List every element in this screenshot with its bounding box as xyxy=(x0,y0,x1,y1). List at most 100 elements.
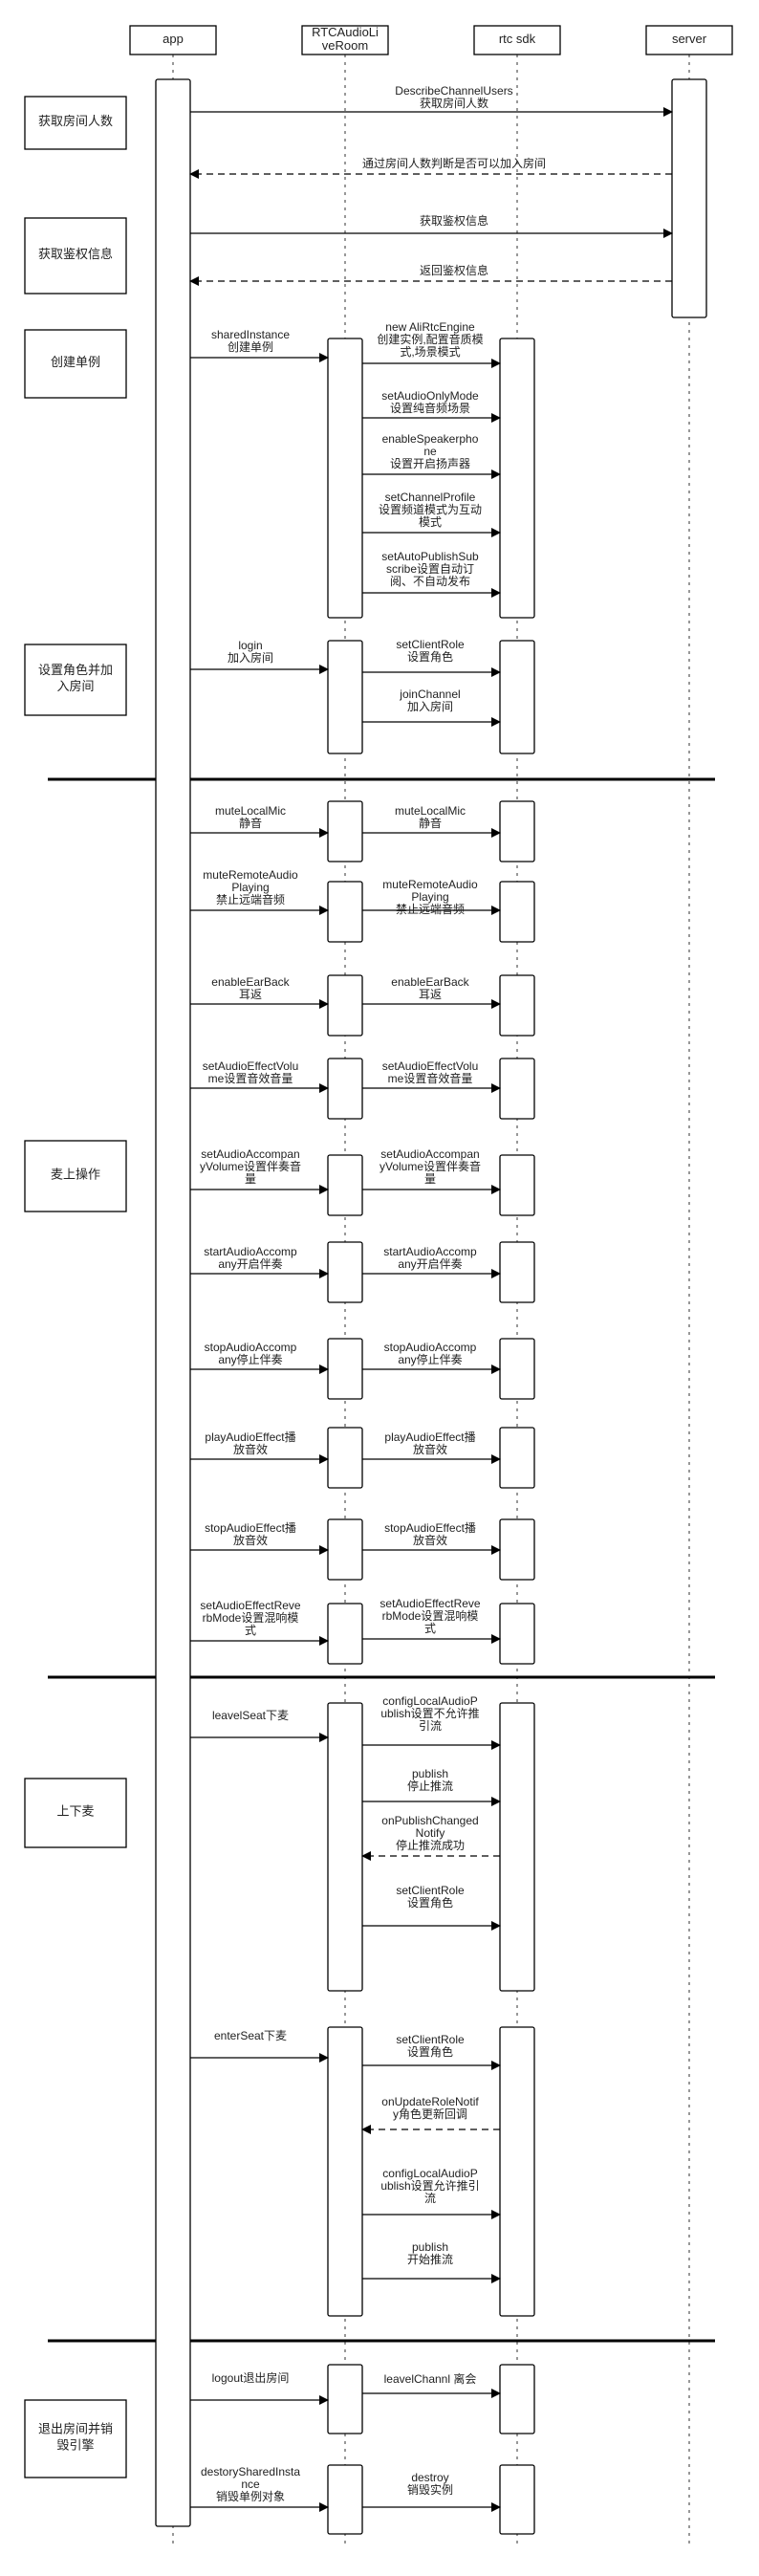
sdk-activation xyxy=(499,1058,535,1120)
message-label: DescribeChannelUsers xyxy=(395,84,512,98)
message-label: 式,场景模式 xyxy=(400,345,460,359)
message-label: login xyxy=(238,639,262,652)
message-label: configLocalAudioP xyxy=(382,1694,477,1708)
message-label: 销毁实例 xyxy=(407,2482,453,2497)
message-label: muteRemoteAudio xyxy=(382,878,478,891)
message-label: 禁止远端音频 xyxy=(396,902,465,916)
note-box xyxy=(24,2399,127,2478)
message-label: 设置纯音频场景 xyxy=(390,401,470,415)
participant-box xyxy=(301,25,389,55)
message-label: 放音效 xyxy=(413,1533,447,1547)
message-label: y角色更新回调 xyxy=(393,2107,467,2121)
room-activation xyxy=(327,2026,363,2317)
participant-box xyxy=(645,25,733,55)
participant-box xyxy=(473,25,561,55)
message-label: 流 xyxy=(424,2192,436,2205)
message-label: rbMode设置混响模 xyxy=(382,1608,479,1623)
message-get-auth: 获取鉴权信息 xyxy=(190,213,673,238)
message-label: 加入房间 xyxy=(407,699,453,713)
message-label: ne xyxy=(423,445,437,458)
note-get-auth: 获取鉴权信息 xyxy=(24,217,127,295)
message-label: any开启伴奏 xyxy=(398,1257,462,1271)
message-label: 创建单例 xyxy=(228,340,273,354)
message-label: setAudioAccompan xyxy=(201,1147,299,1161)
participant-label: RTCAudioLi xyxy=(312,25,379,39)
message-label: destorySharedInsta xyxy=(201,2465,300,2478)
message-label: 获取房间人数 xyxy=(420,96,488,110)
message-label: me设置音效音量 xyxy=(208,1071,293,1085)
room-activation xyxy=(327,1241,363,1303)
note-box xyxy=(24,96,127,150)
sdk-activation xyxy=(499,974,535,1037)
message-label: Notify xyxy=(416,1826,445,1840)
room-activation xyxy=(327,1702,363,1992)
message-label: enableEarBack xyxy=(391,975,469,989)
message-leave-channel: leavelChannl 离会 xyxy=(362,2371,501,2398)
message-label: 量 xyxy=(245,1172,256,1186)
note-label: 退出房间并销 xyxy=(38,2422,113,2436)
room-activation xyxy=(327,338,363,619)
room-activation xyxy=(327,640,363,754)
message-label: onPublishChanged xyxy=(381,1814,478,1827)
note-label: 入房间 xyxy=(56,679,94,693)
room-activation xyxy=(327,1518,363,1581)
note-box xyxy=(24,1140,127,1212)
message-label: onUpdateRoleNotif xyxy=(381,2095,479,2108)
message-label: publish xyxy=(412,2240,448,2254)
note-seat: 上下麦 xyxy=(24,1778,127,1848)
message-label: 量 xyxy=(424,1172,436,1186)
note-label: 毁引擎 xyxy=(56,2438,94,2453)
room-activation xyxy=(327,2364,363,2434)
message-label: 耳返 xyxy=(419,988,442,1001)
message-label: scribe设置自动订 xyxy=(386,562,474,576)
message-label: 禁止远端音频 xyxy=(216,892,285,906)
message-return-auth: 返回鉴权信息 xyxy=(189,263,672,286)
message-label: ublish设置允许推引 xyxy=(380,2178,479,2193)
message-label: 引流 xyxy=(419,1719,442,1733)
note-label: 获取鉴权信息 xyxy=(38,247,113,261)
message-label: 放音效 xyxy=(233,1442,268,1456)
message-label: muteRemoteAudio xyxy=(203,868,298,882)
message-label: setClientRole xyxy=(396,2033,465,2046)
message-label: stopAudioEffect播 xyxy=(205,1521,296,1535)
room-activation xyxy=(327,800,363,862)
message-label: 设置角色 xyxy=(407,650,453,664)
message-label: 加入房间 xyxy=(228,650,273,665)
message-label: muteLocalMic xyxy=(215,804,286,818)
message-label: destroy xyxy=(411,2471,448,2484)
message-label: enterSeat下麦 xyxy=(214,2029,287,2042)
note-create: 创建单例 xyxy=(24,329,127,399)
message-label: logout退出房间 xyxy=(212,2370,290,2385)
sdk-activation xyxy=(499,338,535,619)
message-label: yVolume设置伴奏音 xyxy=(380,1159,481,1173)
message-label: 静音 xyxy=(239,816,262,830)
message-label: publish xyxy=(412,1767,448,1780)
message-label: 停止推流 xyxy=(407,1779,453,1793)
sdk-activation xyxy=(499,1427,535,1489)
message-label: Playing xyxy=(411,890,448,904)
message-label: startAudioAccomp xyxy=(383,1245,477,1258)
message-label: setAudioEffectVolu xyxy=(382,1059,479,1073)
message-label: 放音效 xyxy=(413,1442,447,1456)
message-label: 创建实例,配置音质模 xyxy=(377,332,483,346)
